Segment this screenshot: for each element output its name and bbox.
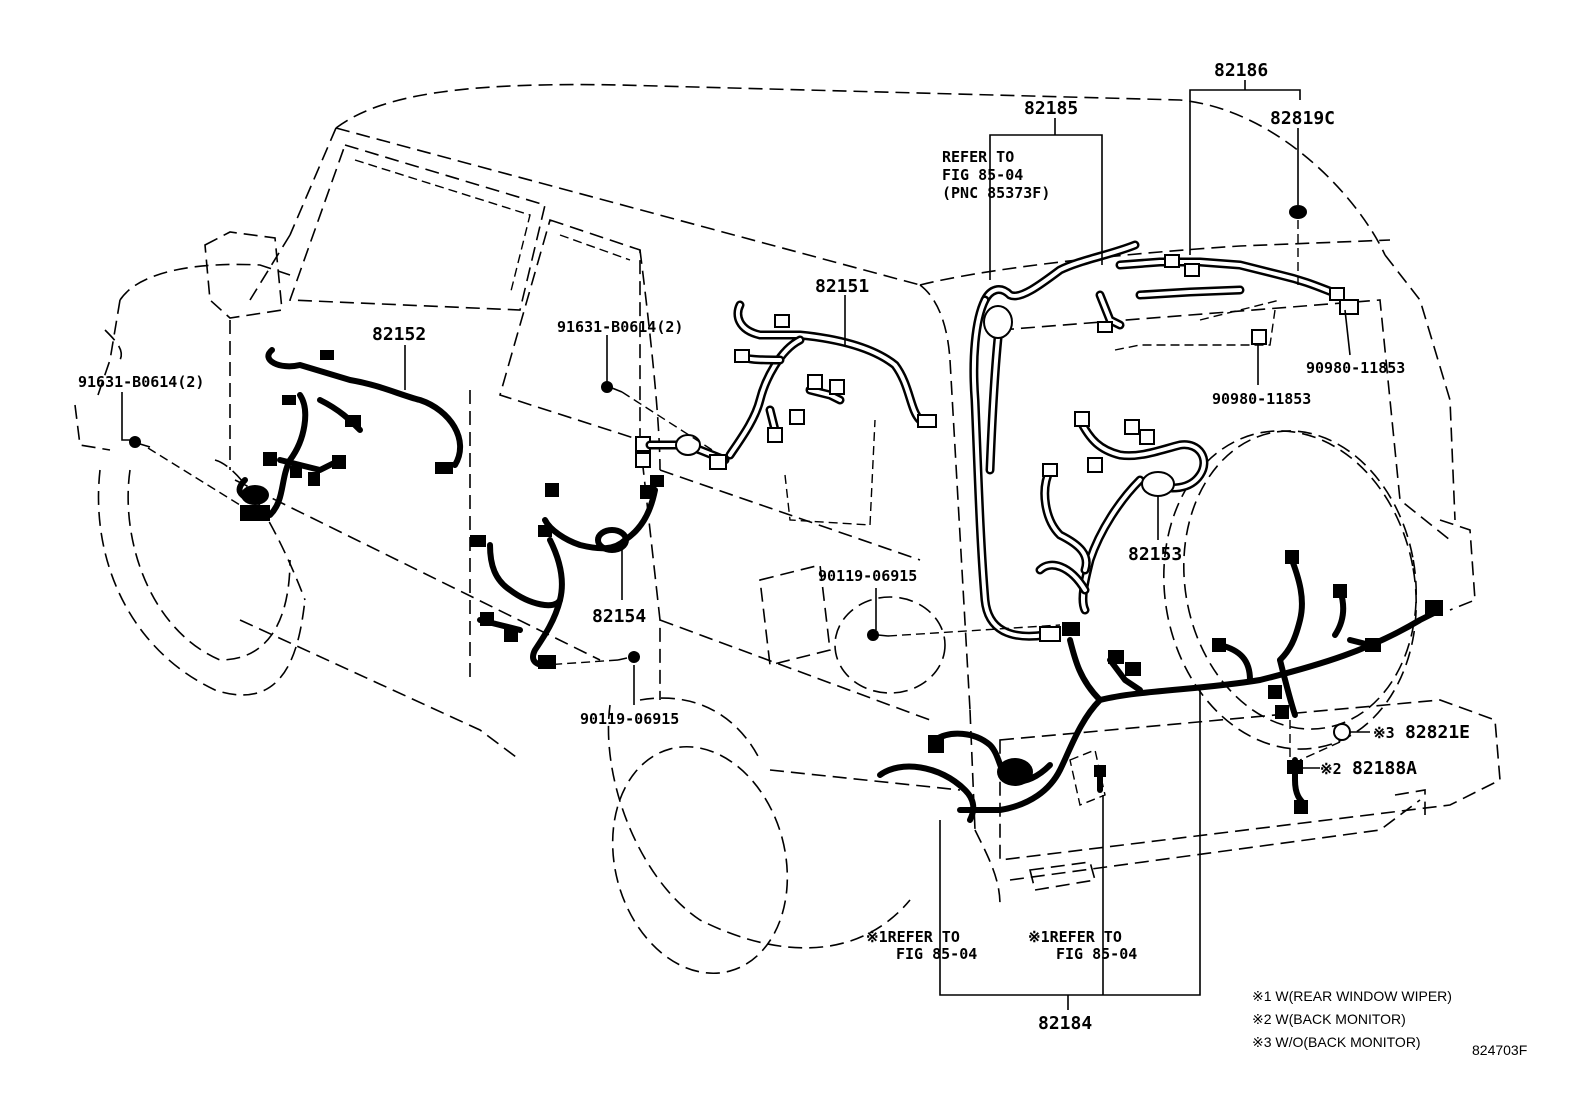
- label-90119-upper: 90119-06915: [818, 567, 917, 585]
- refer-note-b-line1: ※1REFER TO: [866, 928, 960, 946]
- label-82186: 82186: [1214, 60, 1268, 81]
- footnote-1: ※1 W(REAR WINDOW WIPER): [1252, 988, 1452, 1004]
- harness-82151: [635, 300, 937, 470]
- label-82154: 82154: [592, 606, 646, 627]
- fasteners: [129, 381, 889, 663]
- label-82821e-mark: ※3: [1373, 724, 1395, 742]
- harness-82186: [1115, 205, 1359, 345]
- label-90980-a: 90980-11853: [1306, 359, 1405, 377]
- label-82151: 82151: [815, 276, 869, 297]
- label-82188a-mark: ※2: [1320, 760, 1342, 778]
- label-82184: 82184: [1038, 1013, 1092, 1034]
- leader-lines: [121, 80, 1370, 1010]
- footnote-2: ※2 W(BACK MONITOR): [1252, 1011, 1406, 1027]
- label-82821e: 82821E: [1405, 722, 1470, 743]
- label-82152: 82152: [372, 324, 426, 345]
- refer-note-c-line1: ※1REFER TO: [1028, 928, 1122, 946]
- figure-code: 824703F: [1472, 1042, 1527, 1058]
- harness-82153: [1035, 411, 1209, 615]
- label-82153: 82153: [1128, 544, 1182, 565]
- label-91631-mid: 91631-B0614(2): [557, 318, 683, 336]
- label-90119-lower: 90119-06915: [580, 710, 679, 728]
- label-82188a: 82188A: [1352, 758, 1417, 779]
- label-82185: 82185: [1024, 98, 1078, 119]
- refer-note-b-line2: FIG 85-04: [896, 945, 977, 963]
- harness-82184: [877, 550, 1443, 823]
- footnotes: ※1 W(REAR WINDOW WIPER) ※2 W(BACK MONITO…: [1252, 988, 1527, 1058]
- label-82819c: 82819C: [1270, 108, 1335, 129]
- footnote-3: ※3 W/O(BACK MONITOR): [1252, 1034, 1421, 1050]
- label-91631-left: 91631-B0614(2): [78, 373, 204, 391]
- refer-note-a-line3: (PNC 85373F): [942, 184, 1050, 202]
- label-90980-b: 90980-11853: [1212, 390, 1311, 408]
- harness-82154: [470, 475, 664, 669]
- harness-82185: [969, 240, 1140, 642]
- refer-note-c-line2: FIG 85-04: [1056, 945, 1137, 963]
- harness-82152: [236, 347, 463, 521]
- part-labels: 82186 82185 82819C REFER TO FIG 85-04 (P…: [78, 60, 1470, 1034]
- refer-note-a-line2: FIG 85-04: [942, 166, 1023, 184]
- vehicle-outline: [74, 83, 1501, 975]
- reference-dashes: [147, 220, 1341, 761]
- refer-note-a-line1: REFER TO: [942, 148, 1014, 166]
